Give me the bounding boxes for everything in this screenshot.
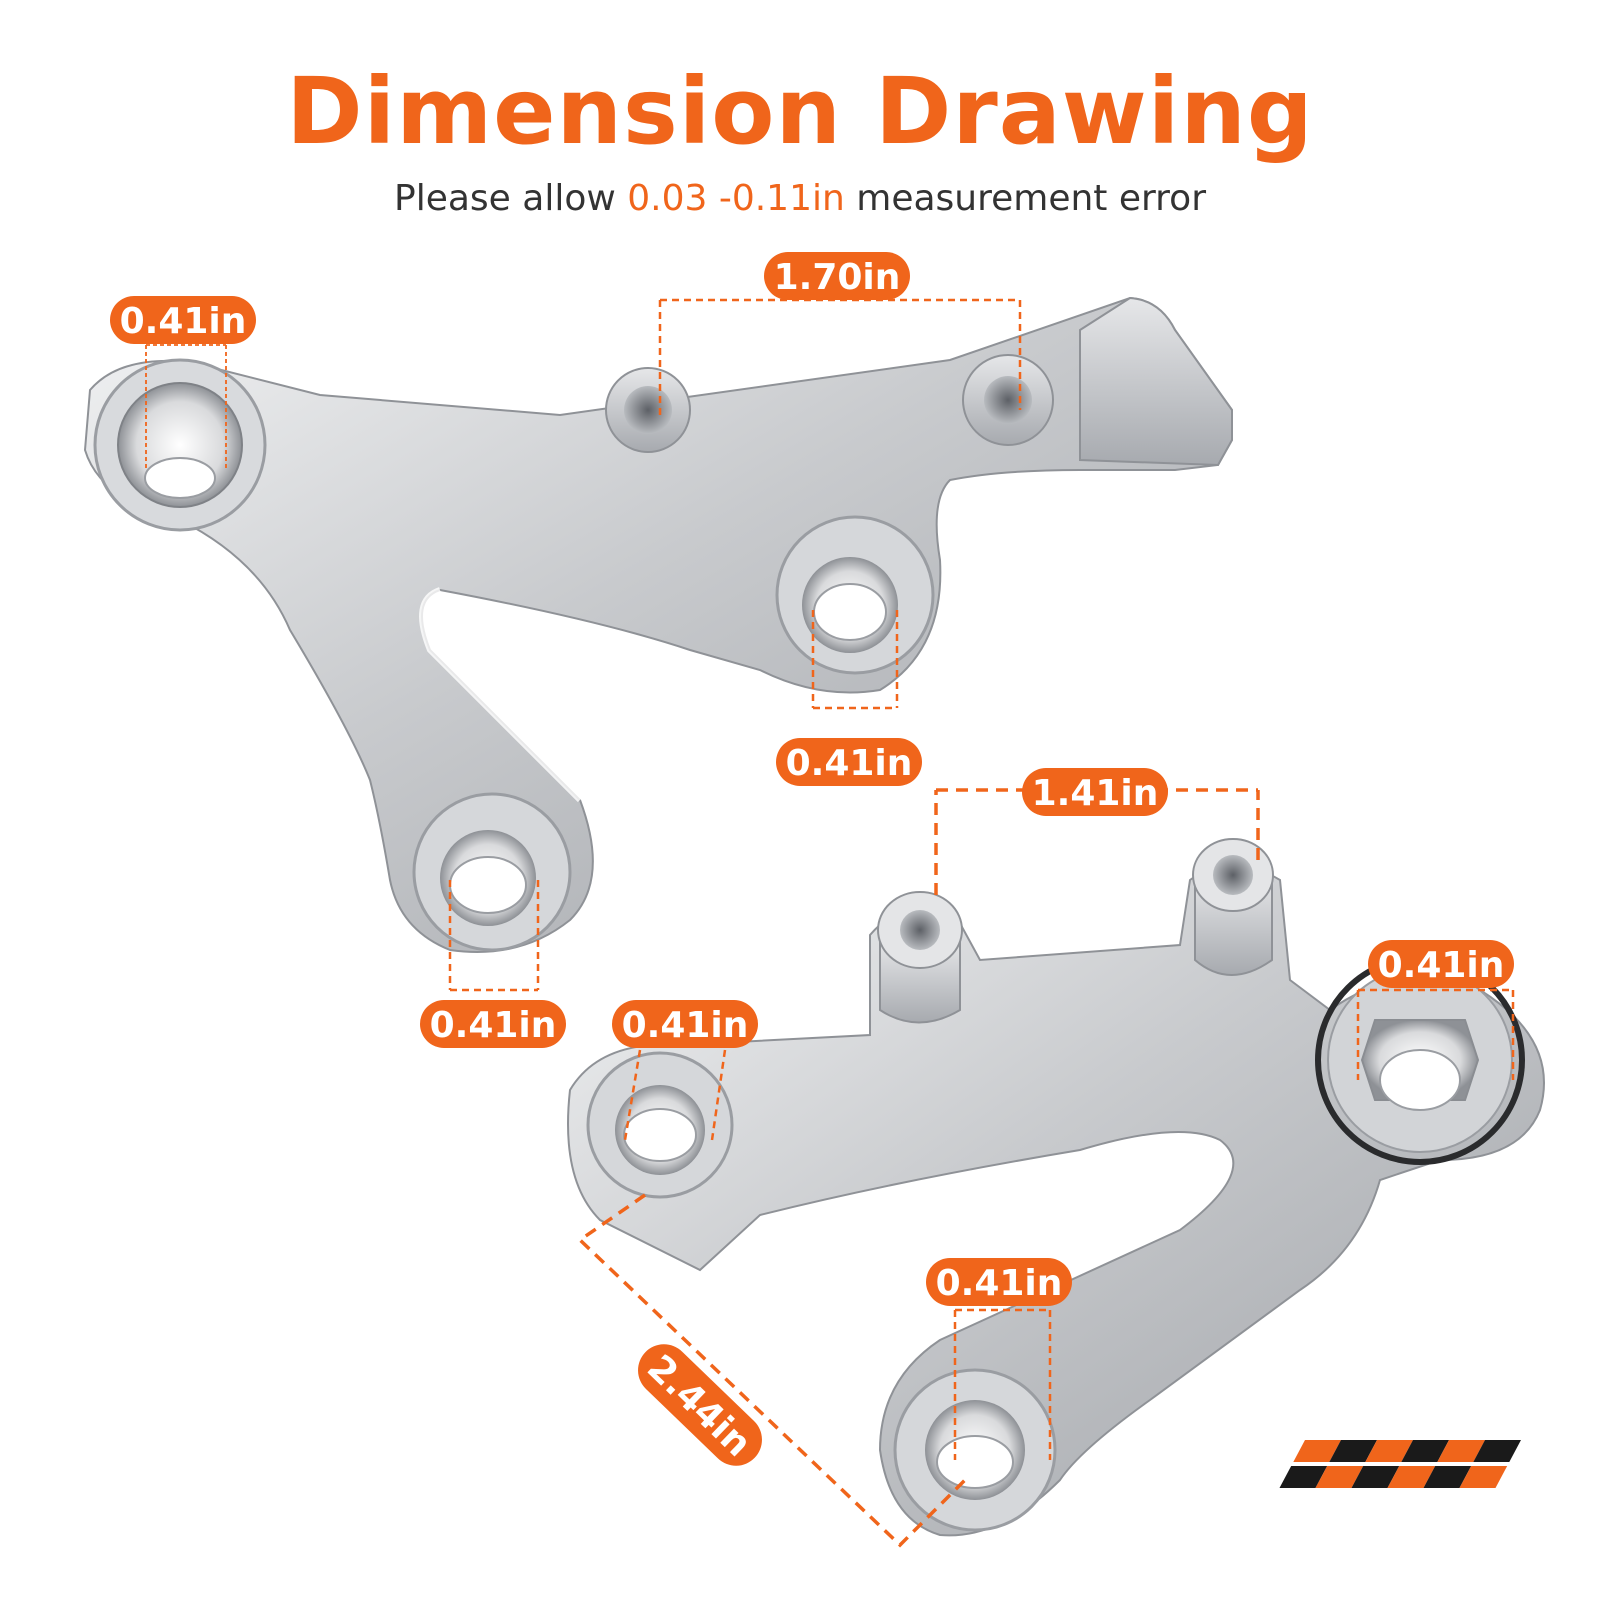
svg-text:2.44in: 2.44in bbox=[639, 1347, 759, 1465]
measurement-note-prefix: Please allow bbox=[393, 178, 628, 219]
label-top-hole-spacing: 1.70in bbox=[764, 252, 910, 300]
label-bottom-hole-left: 0.41in bbox=[612, 1000, 758, 1048]
svg-text:0.41in: 0.41in bbox=[786, 743, 913, 784]
svg-text:0.41in: 0.41in bbox=[430, 1005, 557, 1046]
svg-text:0.41in: 0.41in bbox=[936, 1263, 1063, 1304]
page-title: Dimension Drawing bbox=[286, 58, 1314, 165]
label-top-hole-bottom: 0.41in bbox=[420, 1000, 566, 1048]
svg-text:0.41in: 0.41in bbox=[622, 1005, 749, 1046]
svg-text:0.41in: 0.41in bbox=[1378, 945, 1505, 986]
svg-text:1.70in: 1.70in bbox=[774, 257, 901, 298]
measurement-note: Please allow 0.03 -0.11in measurement er… bbox=[0, 178, 1600, 219]
bottom-bracket bbox=[567, 838, 1545, 1537]
measurement-note-suffix: measurement error bbox=[844, 178, 1207, 219]
label-bottom-hole-bottom: 0.41in bbox=[926, 1258, 1072, 1306]
label-top-hole-right: 0.41in bbox=[776, 738, 922, 786]
svg-text:0.41in: 0.41in bbox=[120, 301, 247, 342]
checkered-flag-icon bbox=[1279, 1440, 1521, 1488]
label-top-hole-left: 0.41in bbox=[110, 296, 256, 344]
label-bottom-stud-spacing: 1.41in bbox=[1022, 768, 1168, 816]
measurement-error-value: 0.03 -0.11in bbox=[627, 178, 845, 219]
svg-text:1.41in: 1.41in bbox=[1032, 773, 1159, 814]
top-bracket bbox=[83, 296, 1233, 953]
label-bottom-hole-right: 0.41in bbox=[1368, 940, 1514, 988]
